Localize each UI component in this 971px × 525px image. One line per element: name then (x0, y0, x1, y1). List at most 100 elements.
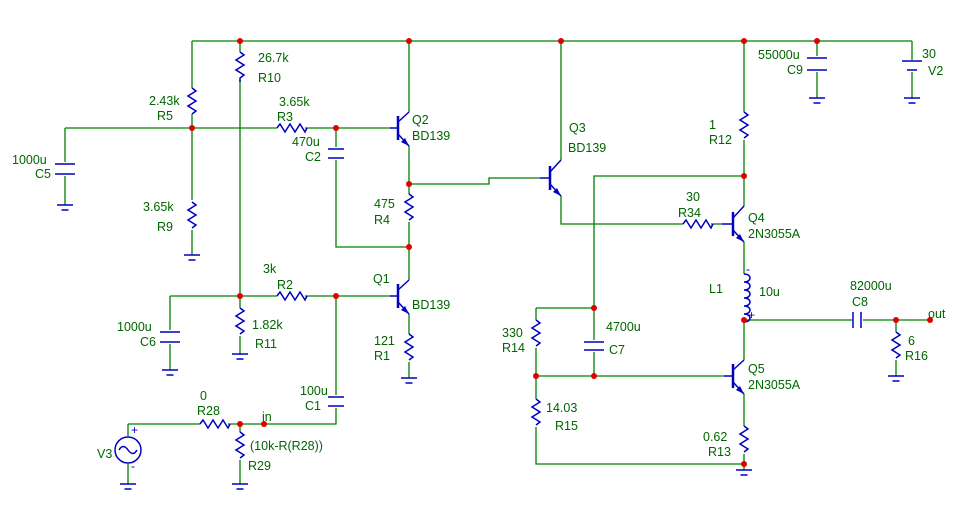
transistor-q3 (540, 159, 562, 197)
r16-name: R16 (905, 349, 928, 363)
ground-icon (736, 469, 752, 476)
svg-text:+: + (131, 423, 138, 437)
resistor-r3 (276, 122, 308, 134)
resistor-r12 (738, 111, 750, 139)
resistor-r15 (530, 398, 542, 426)
ground-icon (232, 353, 248, 360)
q5-part: 2N3055A (748, 378, 801, 392)
c2-value: 470u (292, 135, 320, 149)
r16-value: 6 (908, 334, 915, 348)
r28-name: R28 (197, 404, 220, 418)
junction-dots (189, 38, 933, 467)
r34-name: R34 (678, 206, 701, 220)
r13-value: 0.62 (703, 430, 727, 444)
q1-name: Q1 (373, 272, 390, 286)
resistor-r34 (682, 218, 714, 230)
resistor-r16 (890, 331, 902, 359)
resistor-r11 (234, 307, 246, 335)
transistor-q1 (390, 279, 410, 315)
r11-value: 1.82k (252, 318, 283, 332)
r15-value: 14.03 (546, 401, 577, 415)
ground-icon (232, 483, 248, 490)
c9-value: 55000u (758, 48, 800, 62)
transistors (390, 111, 745, 395)
r3-value: 3.65k (279, 95, 310, 109)
ground-icon (888, 375, 904, 382)
resistor-r14 (530, 319, 542, 347)
ground-icon (401, 377, 417, 384)
ground-icon (162, 369, 178, 376)
r29-value: (10k-R(R28)) (250, 439, 323, 453)
l1-value: 10u (759, 285, 780, 299)
v3-name: V3 (97, 447, 112, 461)
r4-name: R4 (374, 213, 390, 227)
svg-text:-: - (131, 459, 135, 473)
q3-name: Q3 (569, 121, 586, 135)
v2-name: V2 (928, 64, 943, 78)
r9-value: 3.65k (143, 200, 174, 214)
resistor-r4 (403, 193, 415, 221)
resistor-r5 (186, 87, 198, 115)
r2-name: R2 (277, 278, 293, 292)
resistor-r13 (738, 425, 750, 453)
r11-name: R11 (255, 337, 277, 351)
ground-icon (809, 97, 825, 104)
r9-name: R9 (157, 220, 173, 234)
r1-value: 121 (374, 334, 395, 348)
ground-icon (184, 254, 200, 261)
r34-value: 30 (686, 190, 700, 204)
q3-part: BD139 (568, 141, 606, 155)
r29-name: R29 (248, 459, 271, 473)
labels: 26.7k R10 2.43k R5 3.65k R3 1000u C5 470… (12, 47, 946, 473)
r14-value: 330 (502, 326, 523, 340)
r28-value: 0 (200, 389, 207, 403)
battery-v2 (902, 60, 922, 71)
q5-name: Q5 (748, 362, 765, 376)
c7-name: C7 (609, 343, 625, 357)
inductor-l1 (743, 273, 751, 323)
l1-plus: + (748, 308, 755, 322)
transistor-q5 (724, 359, 745, 395)
wires (64, 40, 930, 484)
net-in-label: in (262, 410, 272, 424)
q2-name: Q2 (412, 113, 429, 127)
r4-value: 475 (374, 197, 395, 211)
capacitor-c9 (807, 57, 827, 71)
c8-name: C8 (852, 295, 868, 309)
capacitor-c1 (328, 396, 344, 407)
c7-value: 4700u (606, 320, 641, 334)
c6-name: C6 (140, 335, 156, 349)
c6-value: 1000u (117, 320, 152, 334)
r1-name: R1 (374, 349, 390, 363)
r12-name: R12 (709, 133, 732, 147)
q4-part: 2N3055A (748, 227, 801, 241)
q2-part: BD139 (412, 129, 450, 143)
capacitor-c8 (852, 312, 862, 328)
q1-part: BD139 (412, 298, 450, 312)
net-out-label: out (928, 307, 946, 321)
capacitor-c5 (55, 163, 75, 175)
ground-icon (120, 483, 136, 490)
r10-value: 26.7k (258, 51, 289, 65)
r10-name: R10 (258, 71, 281, 85)
capacitor-c2 (328, 148, 344, 159)
q4-name: Q4 (748, 211, 765, 225)
resistor-r10 (234, 51, 246, 82)
resistor-r9 (186, 201, 198, 229)
capacitor-c7 (584, 341, 604, 351)
capacitors (55, 57, 862, 407)
c9-name: C9 (787, 63, 803, 77)
c5-name: C5 (35, 167, 51, 181)
r12-value: 1 (709, 118, 716, 132)
ac-source-v3: + - (114, 423, 142, 473)
r2-value: 3k (263, 262, 277, 276)
r3-name: R3 (277, 110, 293, 124)
r5-value: 2.43k (149, 94, 180, 108)
ground-icon (904, 97, 920, 104)
transistor-q2 (390, 111, 410, 147)
c8-value: 82000u (850, 279, 892, 293)
l1-minus: - (746, 262, 750, 276)
c1-value: 100u (300, 384, 328, 398)
resistors (186, 51, 902, 459)
